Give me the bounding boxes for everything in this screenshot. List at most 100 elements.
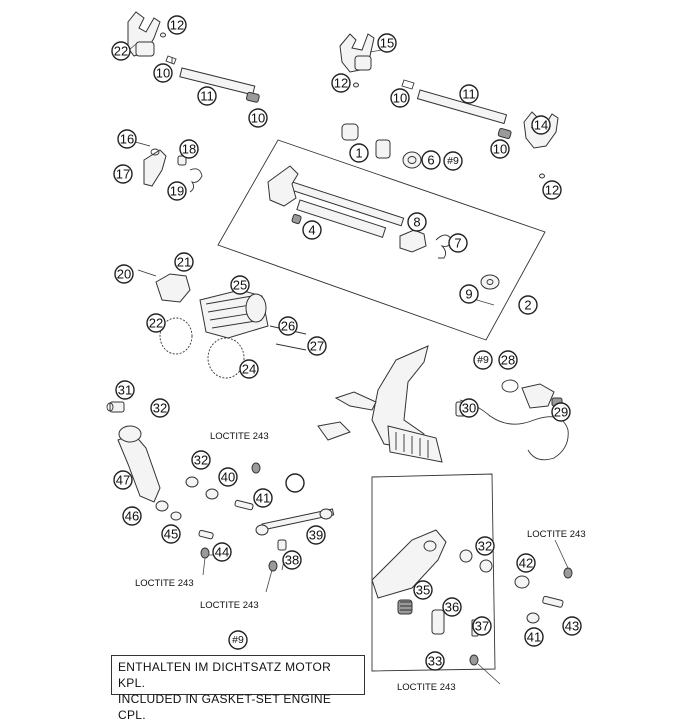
svg-text:47: 47 <box>116 473 130 488</box>
callout-22: 22 <box>111 41 131 61</box>
svg-text:10: 10 <box>493 142 507 157</box>
svg-text:17: 17 <box>116 167 130 182</box>
svg-text:22: 22 <box>149 316 163 331</box>
svg-text:45: 45 <box>164 527 178 542</box>
callout-10: 10 <box>490 139 510 159</box>
svg-text:11: 11 <box>462 87 476 102</box>
callout-16: 17 <box>113 164 133 184</box>
callout-2: 2 <box>518 295 538 315</box>
callout-hash-9: #9 <box>443 151 463 171</box>
svg-text:38: 38 <box>285 553 299 568</box>
callout-31: 32 <box>150 398 170 418</box>
shift-rod <box>255 508 335 536</box>
svg-text:9: 9 <box>465 287 472 302</box>
shift-switch-cable <box>455 379 569 461</box>
svg-text:28: 28 <box>501 353 515 368</box>
callout-24: 25 <box>230 275 250 295</box>
shift-shaft-assembly-frame <box>217 139 546 341</box>
callout-35: 36 <box>442 597 462 617</box>
callout-10: 10 <box>248 108 268 128</box>
svg-text:30: 30 <box>462 401 476 416</box>
svg-text:18: 18 <box>182 142 196 157</box>
callout-9: 9 <box>459 284 479 304</box>
shift-rail-top-right <box>401 79 512 140</box>
callout-21: 22 <box>146 313 166 333</box>
callout-13: 14 <box>531 115 551 135</box>
callout-15: 16 <box>117 129 137 149</box>
svg-text:#9: #9 <box>232 634 244 646</box>
svg-text:35: 35 <box>416 583 430 598</box>
callout-14: 15 <box>377 33 397 53</box>
svg-text:12: 12 <box>545 183 559 198</box>
svg-text:#9: #9 <box>477 354 489 366</box>
gasket-set-note: ENTHALTEN IM DICHTSATZ MOTOR KPL. INCLUD… <box>111 655 365 722</box>
callout-8: 8 <box>407 212 427 232</box>
callout-12: 12 <box>167 15 187 35</box>
svg-text:19: 19 <box>170 184 184 199</box>
svg-text:40: 40 <box>221 470 235 485</box>
callout-23: 24 <box>239 359 259 379</box>
washers-bolts <box>170 462 287 572</box>
callout-6: 6 <box>421 150 441 170</box>
callout-34: 35 <box>413 580 433 600</box>
callout-26: 27 <box>307 336 327 356</box>
callout-18: 19 <box>167 181 187 201</box>
svg-text:8: 8 <box>413 215 420 230</box>
svg-text:26: 26 <box>281 319 295 334</box>
callout-11: 11 <box>197 86 217 106</box>
svg-text:#9: #9 <box>447 155 459 167</box>
shift-shaft <box>267 165 500 290</box>
svg-text:31: 31 <box>118 383 132 398</box>
callout-27: 28 <box>498 350 518 370</box>
exploded-parts-diagram: LOCTITE 243 LOCTITE 243 LOCTITE 243 LOCT… <box>106 11 586 693</box>
callout-17: 18 <box>179 139 199 159</box>
callout-12: 12 <box>542 180 562 200</box>
footrest-assembly-frame <box>371 473 496 672</box>
callout-45: 46 <box>122 506 142 526</box>
footrest-bracket <box>317 345 443 463</box>
svg-text:41: 41 <box>256 491 270 506</box>
callout-43: 44 <box>212 542 232 562</box>
callout-39: 40 <box>218 467 238 487</box>
svg-text:29: 29 <box>554 405 568 420</box>
svg-text:39: 39 <box>309 528 323 543</box>
callout-32: 33 <box>425 651 445 671</box>
loctite-label-3: LOCTITE 243 <box>135 578 194 589</box>
svg-text:32: 32 <box>478 539 492 554</box>
callout-12: 12 <box>331 73 351 93</box>
callout-30: 31 <box>115 380 135 400</box>
note-line-german: ENTHALTEN IM DICHTSATZ MOTOR KPL. <box>118 660 332 690</box>
callout-4: 4 <box>302 220 322 240</box>
callout-hash-9-right: #9 <box>473 350 493 370</box>
shift-drum <box>199 289 269 339</box>
bearing-parts <box>341 123 422 169</box>
svg-text:37: 37 <box>475 619 489 634</box>
svg-text:10: 10 <box>156 66 170 81</box>
svg-text:16: 16 <box>120 132 134 147</box>
callout-40: 41 <box>524 627 544 647</box>
svg-text:12: 12 <box>334 76 348 91</box>
svg-text:12: 12 <box>170 18 184 33</box>
callout-25: 26 <box>278 316 298 336</box>
svg-text:2: 2 <box>524 298 531 313</box>
svg-text:27: 27 <box>310 339 324 354</box>
shift-fork-top-right <box>339 33 375 88</box>
svg-text:22: 22 <box>114 44 128 59</box>
svg-text:41: 41 <box>527 630 541 645</box>
shift-fork-top-left <box>127 11 166 57</box>
callout-31: 32 <box>191 450 211 470</box>
svg-text:42: 42 <box>519 556 533 571</box>
callout-10: 10 <box>390 88 410 108</box>
svg-text:11: 11 <box>200 89 214 104</box>
svg-text:36: 36 <box>445 600 459 615</box>
footrest-washers <box>459 549 573 624</box>
loctite-label-2: LOCTITE 243 <box>527 529 586 540</box>
callout-42: 43 <box>562 616 582 636</box>
callout-10: 10 <box>153 63 173 83</box>
loctite-label-1: LOCTITE 243 <box>210 431 269 442</box>
svg-text:32: 32 <box>194 453 208 468</box>
callout-7: 7 <box>448 233 468 253</box>
callout-41: 42 <box>516 553 536 573</box>
callout-20: 21 <box>174 252 194 272</box>
svg-text:10: 10 <box>393 91 407 106</box>
